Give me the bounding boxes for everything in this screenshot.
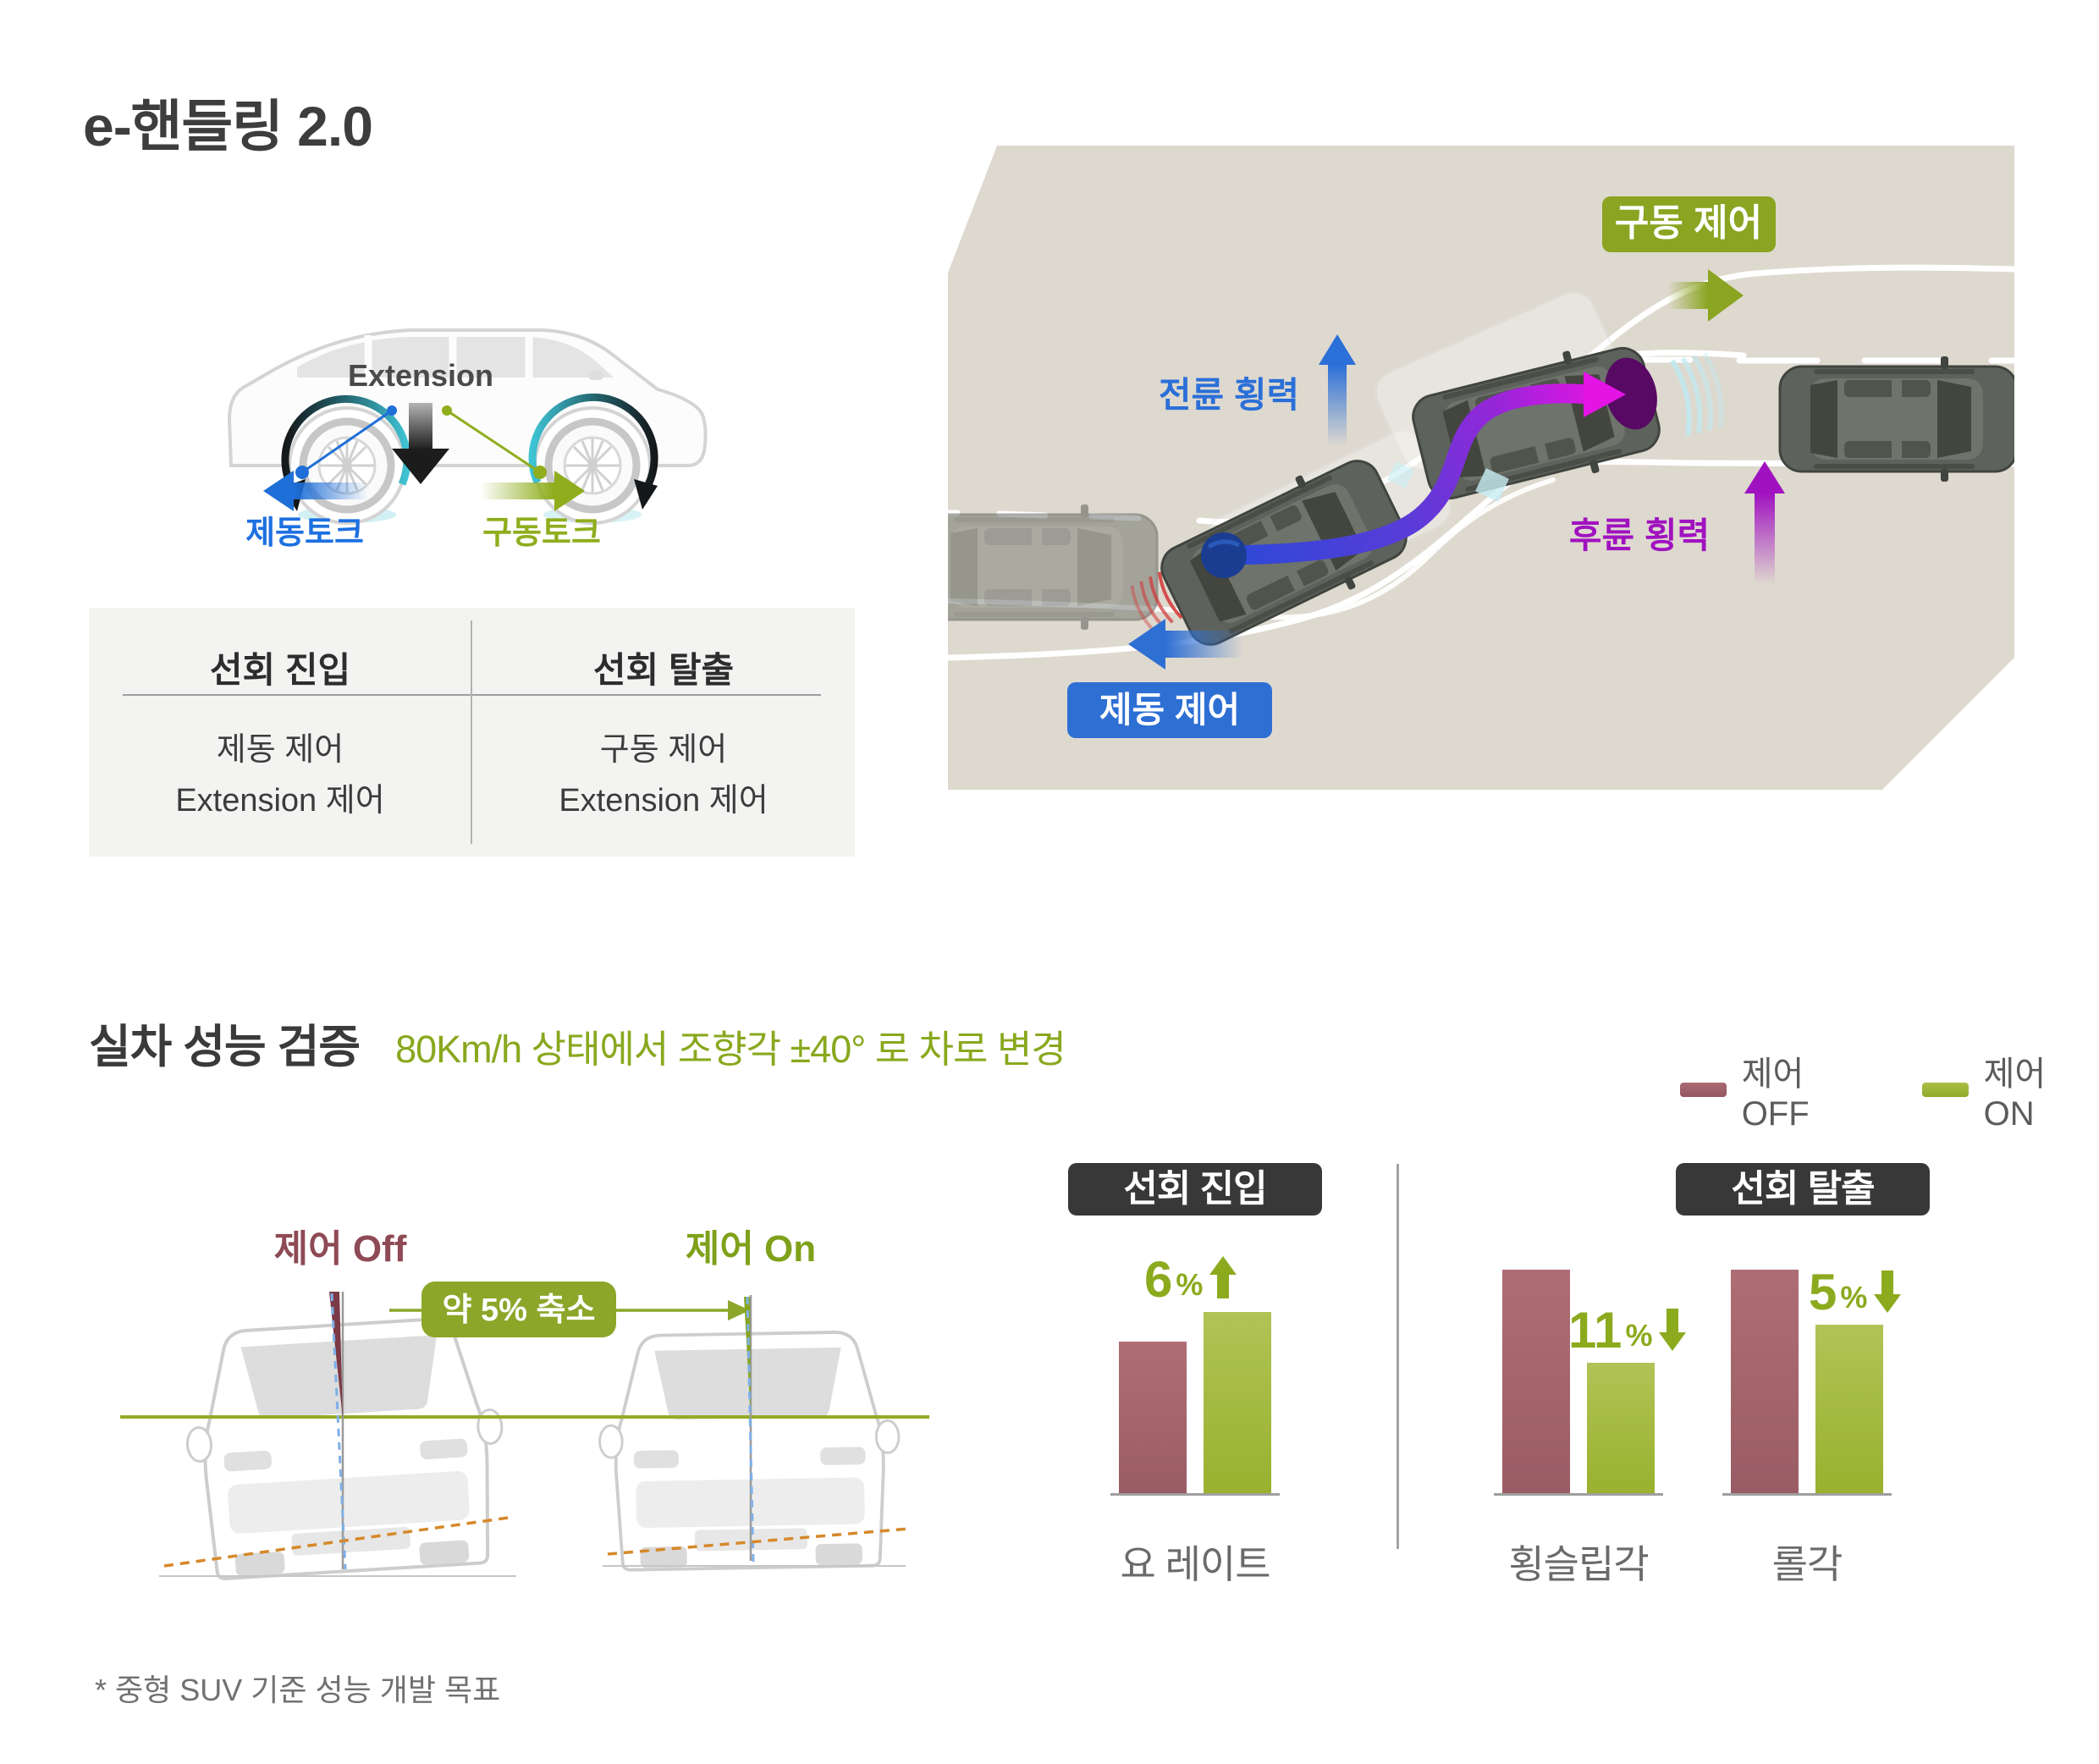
extension-down-arrow	[392, 403, 449, 484]
annotation-decrease: 11%	[1568, 1305, 1687, 1356]
page-title: e-핸들링 2.0	[83, 95, 373, 157]
front-lateral-force-arrow	[1319, 334, 1356, 446]
table-divider-vertical	[471, 620, 472, 844]
down-arrow-icon	[1659, 1307, 1687, 1351]
svg-text:제동 제어: 제동 제어	[1099, 690, 1240, 730]
section-title: 실차 성능 검증	[89, 1022, 361, 1072]
up-arrow-icon	[1209, 1256, 1237, 1300]
on-car-axis-lines	[744, 1295, 755, 1563]
chart-divider	[1397, 1164, 1399, 1549]
legend-item-off: 제어 OFF	[1680, 1046, 1873, 1133]
chart-baseline	[1494, 1493, 1663, 1496]
annotation-decrease: 5%	[1809, 1267, 1902, 1318]
table-cell: Extension 제어	[175, 783, 385, 819]
roll-comparison-figure: 제어 Off 제어 On 약 5% 축소	[120, 1228, 929, 1583]
drive-torque-callout	[442, 405, 585, 511]
bar-control-off	[1731, 1270, 1799, 1494]
brake-torque-label: 제동토크	[245, 515, 364, 551]
rear-lateral-force-arrow	[1744, 461, 1785, 585]
table-column-turn-entry: 선회 진입 제동 제어 Extension 제어	[89, 608, 471, 857]
extension-label: Extension	[348, 358, 493, 393]
swish-diamond	[1475, 468, 1509, 502]
table-cell: Extension 제어	[559, 783, 769, 819]
control-off-label: 제어 Off	[274, 1228, 407, 1270]
ghost-car-start	[948, 503, 1159, 631]
footnote: * 중형 SUV 기준 성능 개발 목표	[95, 1673, 501, 1707]
category-label: 횡슬립각	[1508, 1542, 1649, 1586]
rear-force-point	[1605, 357, 1657, 430]
front-lateral-force-label: 전륜 횡력	[1159, 375, 1299, 415]
category-label: 요 레이트	[1120, 1542, 1270, 1586]
chart-baseline	[1110, 1493, 1280, 1496]
badge-turn-entry: 선회 진입	[1068, 1163, 1322, 1216]
bar-control-off	[1119, 1342, 1187, 1494]
svg-text:약 5% 축소: 약 5% 축소	[443, 1293, 596, 1328]
section-header: 실차 성능 검증 80Km/h 상태에서 조향각 ±40° 로 차로 변경	[89, 1009, 1066, 1076]
trajectory-arrowhead	[1584, 372, 1626, 417]
torque-diagram: Extension 제동토크 구동토크	[227, 328, 708, 551]
brake-control-badge: 제동 제어	[1067, 682, 1272, 738]
bar-group-yaw-rate: 6%	[1119, 1254, 1271, 1494]
drive-torque-arrow	[554, 471, 585, 511]
lane-change-diagram: 구동 제어 전륜 횡력 후륜 횡력 제동 제어	[948, 146, 2014, 790]
bar-group-sideslip: 11%	[1502, 1265, 1687, 1494]
brake-torque-arrow	[263, 471, 294, 511]
bar-group-roll: 5%	[1731, 1265, 1902, 1494]
table-column-turn-exit: 선회 탈출 구동 제어 Extension 제어	[472, 608, 855, 857]
badge-turn-exit: 선회 탈출	[1676, 1163, 1930, 1216]
category-label: 롤각	[1771, 1542, 1843, 1586]
control-on-label: 제어 On	[686, 1228, 816, 1270]
column-header: 선회 진입	[209, 650, 351, 690]
tilt-reference-off	[163, 1515, 515, 1568]
chart-baseline	[1722, 1493, 1892, 1496]
reduction-badge: 약 5% 축소	[421, 1282, 616, 1337]
svg-text:구동 제어: 구동 제어	[1615, 202, 1762, 244]
legend-label: 제어 OFF	[1741, 1056, 1810, 1133]
leading-car	[1778, 355, 2014, 483]
legend-swatch-off	[1680, 1083, 1727, 1097]
bar-control-on	[1204, 1312, 1271, 1494]
drive-direction-arrow	[1667, 269, 1744, 322]
wheel-rotation-arrow-right	[528, 393, 658, 492]
annotation-increase: 6%	[1144, 1254, 1237, 1305]
wheel-rotation-arrow-left	[281, 394, 411, 493]
bar-control-on	[1587, 1363, 1655, 1494]
brake-torque-callout	[263, 405, 397, 511]
swish-diamond	[1387, 461, 1414, 488]
off-car-axis-lines	[329, 1292, 347, 1570]
brake-direction-arrow	[1128, 619, 1243, 670]
air-swish-marks	[1670, 352, 1724, 436]
tilt-reference-on	[607, 1527, 910, 1556]
table-cell: 제동 제어	[216, 732, 344, 768]
drive-control-badge: 구동 제어	[1602, 196, 1776, 252]
chart-legend: 제어 OFF 제어 ON	[1680, 1046, 2099, 1133]
legend-label: 제어 ON	[1983, 1056, 2047, 1133]
legend-swatch-on	[1921, 1083, 1969, 1097]
bar-control-on	[1815, 1325, 1883, 1494]
down-arrow-icon	[1874, 1269, 1902, 1313]
drive-torque-label: 구동토크	[482, 515, 601, 551]
legend-item-on: 제어 ON	[1921, 1046, 2099, 1133]
section-subtitle: 80Km/h 상태에서 조향각 ±40° 로 차로 변경	[395, 1028, 1066, 1071]
bar-control-off	[1502, 1270, 1570, 1494]
column-header: 선회 탈출	[592, 650, 735, 690]
lane-change-trajectory	[1214, 383, 1599, 565]
table-cell: 구동 제어	[599, 732, 728, 768]
front-force-point	[1201, 532, 1247, 578]
rear-lateral-force-label: 후륜 횡력	[1569, 515, 1710, 555]
